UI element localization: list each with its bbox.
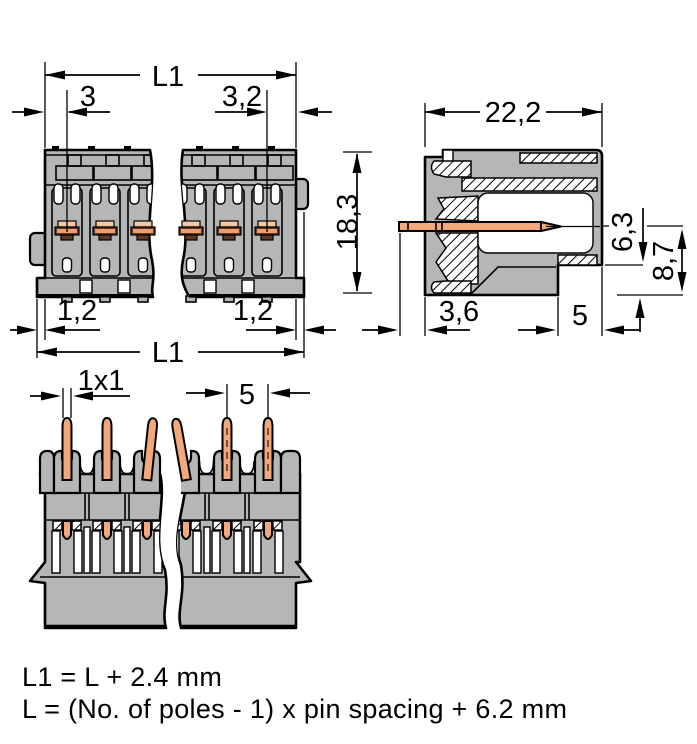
dim-label-l1-top: L1 [152,61,184,93]
foot-notches [79,279,131,294]
dim-label-pin-offset-right: 3,2 [222,81,262,113]
contour-line [469,266,556,296]
section-hatching [430,152,598,294]
dimension-lines [30,392,310,397]
foot-notches [203,279,255,294]
front-view: L1 3 3,2 1,2 1,2 L1 [10,61,336,369]
dim-label-overall-height: 18,3 [332,194,364,250]
extension-lines [62,384,269,418]
dim-label-pin-axis-to-bottom: 8,7 [648,241,680,281]
formula-line-1: L1 = L + 2.4 mm [22,662,223,692]
dim-label-pin-offset-left: 3 [80,81,96,113]
contact [178,220,204,241]
contact [130,220,156,241]
extension-lines [343,103,683,336]
dim-label-foot-right: 1,2 [233,295,273,327]
arrowheads [41,388,290,401]
dimension-lines [10,74,336,353]
formula-line-2: L = (No. of poles - 1) x pin spacing + 6… [22,694,568,724]
extension-lines [36,62,305,358]
channel-notches [53,183,154,273]
contact [92,220,118,241]
top-edge-tabs [52,146,275,151]
dim-label-foot-left: 1,2 [57,295,97,327]
dim-label-pin-axis-to-step: 6,3 [607,212,639,252]
solder-pins [61,416,274,482]
dim-label-step-width: 5 [572,300,588,332]
dim-label-pin-cross-section: 1x1 [78,365,125,397]
contact [216,220,242,241]
t-slots [55,154,154,181]
dim-label-pin-pitch: 5 [239,379,255,411]
dim-label-pin-protrusion: 3,6 [439,296,479,328]
socket-towers [38,449,302,495]
front-right-details [181,154,304,294]
t-slots [181,154,294,181]
pin-view: 1x1 5 [28,365,313,630]
contact-row [177,520,283,540]
dim-label-overall-width: 22,2 [485,97,541,129]
pin-left-details [40,492,166,578]
solder-pin [398,220,600,233]
channel-notches [181,183,281,273]
channel-slots [177,526,284,574]
side-view: 22,2 18,3 6,3 8,7 3,6 5 [332,97,687,336]
contact-row [52,520,162,540]
dimension-lines [356,111,683,332]
channel-slots [51,526,163,574]
dim-label-l1-bottom: L1 [152,337,184,369]
pin-right-details [177,492,300,578]
